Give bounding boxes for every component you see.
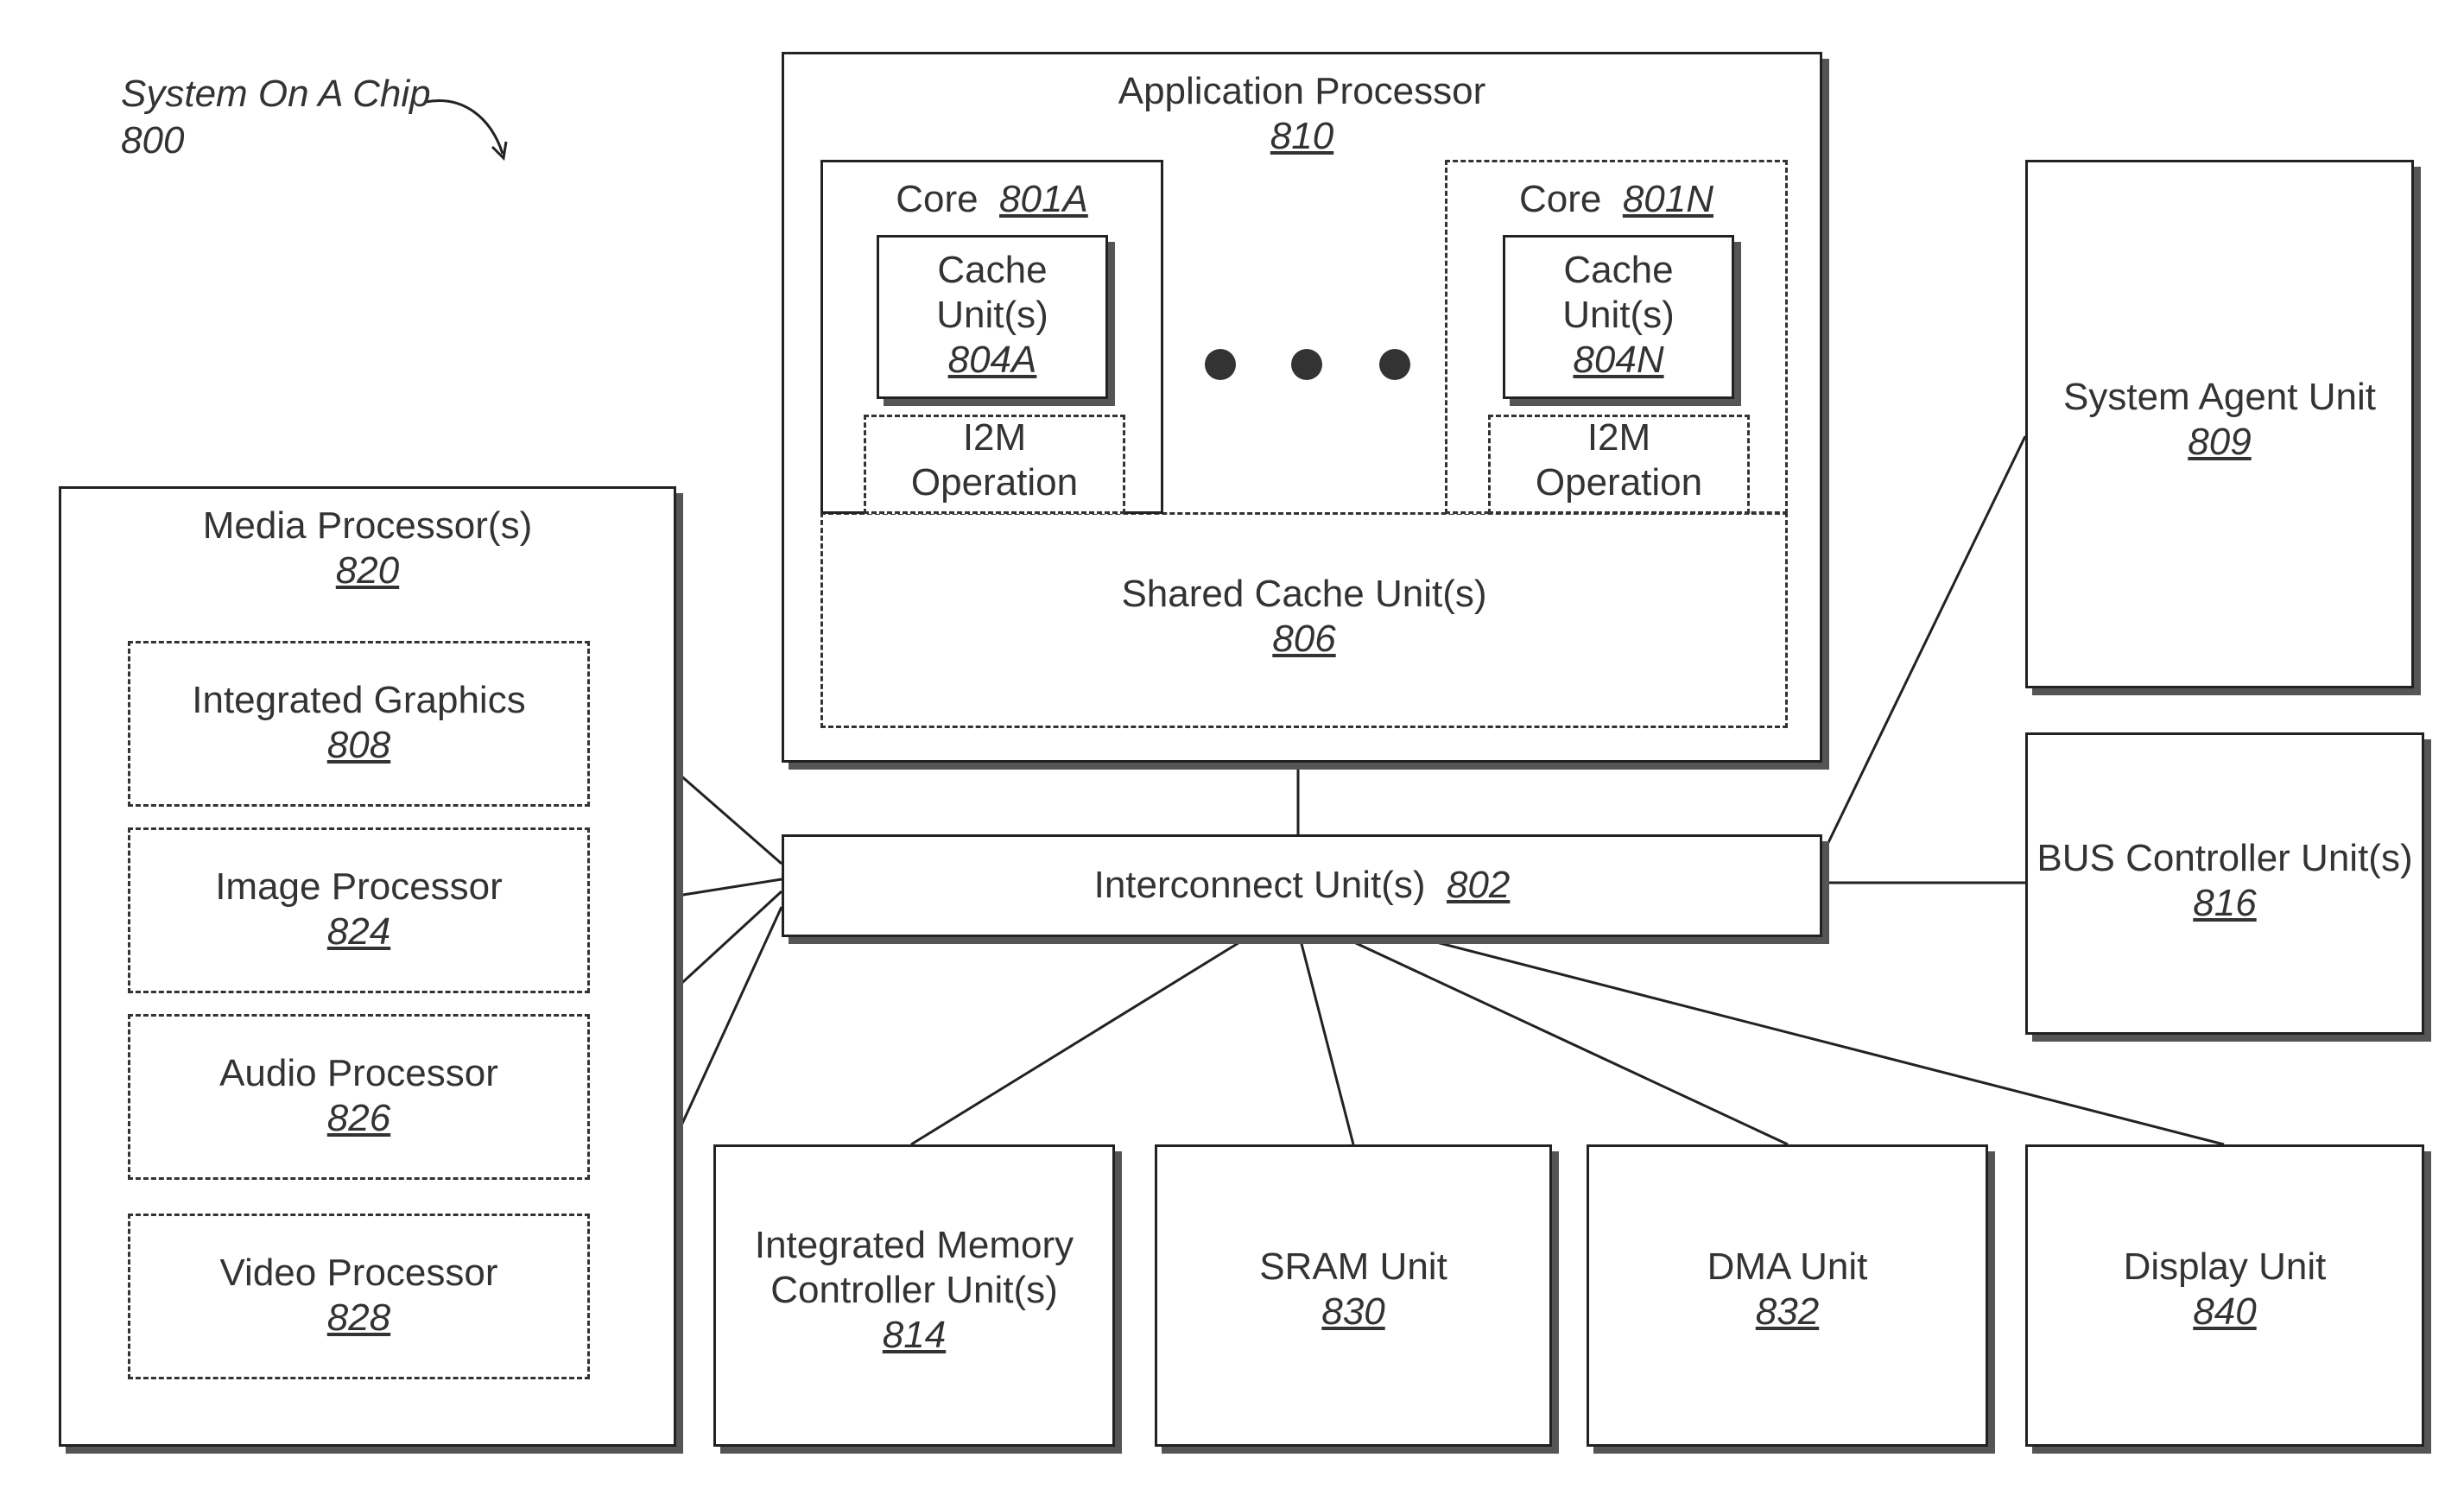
cache-unit-a-box: Cache Unit(s) 804A: [877, 235, 1108, 399]
system-agent-unit-box: System Agent Unit 809: [2025, 160, 2414, 688]
display-unit-box: Display Unit 840: [2025, 1144, 2424, 1447]
dma-unit-ref: 832: [1589, 1290, 1986, 1334]
integrated-memory-controller-label-2: Controller Unit(s): [716, 1268, 1112, 1313]
soc-arrow: [426, 101, 503, 154]
video-processor-box: Video Processor 828: [128, 1214, 590, 1379]
integrated-graphics-ref: 808: [130, 723, 587, 768]
bus-controller-unit-ref: 816: [2028, 881, 2422, 926]
dma-unit-label: DMA Unit: [1589, 1245, 1986, 1290]
i2m-operation-a-box: I2M Operation: [864, 415, 1125, 514]
media-processor-label: Media Processor(s): [61, 504, 674, 548]
video-processor-ref: 828: [130, 1296, 587, 1340]
application-processor-label: Application Processor: [784, 69, 1820, 114]
integrated-memory-controller-box: Integrated Memory Controller Unit(s) 814: [713, 1144, 1115, 1447]
link-dma: [1343, 937, 1788, 1144]
interconnect-unit-label: Interconnect Unit(s): [1094, 864, 1426, 906]
video-processor-label: Video Processor: [130, 1251, 587, 1296]
soc-ref: 800: [121, 117, 431, 164]
image-processor-label: Image Processor: [130, 865, 587, 909]
integrated-memory-controller-ref: 814: [716, 1313, 1112, 1358]
cache-unit-n-box: Cache Unit(s) 804N: [1503, 235, 1734, 399]
application-processor-ref: 810: [784, 114, 1820, 159]
soc-label: System On A Chip 800: [121, 71, 431, 164]
audio-processor-box: Audio Processor 826: [128, 1014, 590, 1180]
shared-cache-ref: 806: [823, 617, 1785, 662]
audio-processor-label: Audio Processor: [130, 1051, 587, 1096]
core-n-ref: 801N: [1623, 178, 1713, 220]
sram-unit-label: SRAM Unit: [1157, 1245, 1549, 1290]
link-memory-controller: [911, 937, 1248, 1144]
i2m-operation-n-box: I2M Operation: [1488, 415, 1750, 514]
bus-controller-unit-label: BUS Controller Unit(s): [2028, 836, 2422, 881]
link-system-agent: [1822, 436, 2025, 855]
core-a-ref: 801A: [999, 178, 1088, 220]
cache-unit-a-label-2: Unit(s): [879, 293, 1105, 338]
link-sram: [1300, 937, 1353, 1144]
integrated-graphics-box: Integrated Graphics 808: [128, 641, 590, 807]
i2m-operation-n-label-1: I2M: [1491, 415, 1747, 460]
dma-unit-box: DMA Unit 832: [1587, 1144, 1988, 1447]
audio-processor-ref: 826: [130, 1096, 587, 1141]
interconnect-unit-box: Interconnect Unit(s) 802: [782, 834, 1822, 937]
cache-unit-n-label-2: Unit(s): [1505, 293, 1732, 338]
media-processor-ref: 820: [61, 548, 674, 593]
shared-cache-box: Shared Cache Unit(s) 806: [820, 512, 1788, 728]
cache-unit-a-ref: 804A: [879, 338, 1105, 383]
cache-unit-a-label-1: Cache: [879, 248, 1105, 293]
integrated-memory-controller-label-1: Integrated Memory: [716, 1223, 1112, 1268]
i2m-operation-a-label-1: I2M: [866, 415, 1123, 460]
sram-unit-ref: 830: [1157, 1290, 1549, 1334]
cache-unit-n-label-1: Cache: [1505, 248, 1732, 293]
integrated-graphics-label: Integrated Graphics: [130, 678, 587, 723]
system-agent-unit-ref: 809: [2028, 420, 2411, 465]
sram-unit-box: SRAM Unit 830: [1155, 1144, 1552, 1447]
bus-controller-unit-box: BUS Controller Unit(s) 816: [2025, 732, 2424, 1035]
cache-unit-n-ref: 804N: [1505, 338, 1732, 383]
system-agent-unit-label: System Agent Unit: [2028, 375, 2411, 420]
shared-cache-label: Shared Cache Unit(s): [823, 572, 1785, 617]
i2m-operation-n-label-2: Operation: [1491, 460, 1747, 505]
core-n-label: Core: [1519, 178, 1601, 220]
image-processor-box: Image Processor 824: [128, 827, 590, 993]
display-unit-label: Display Unit: [2028, 1245, 2422, 1290]
display-unit-ref: 840: [2028, 1290, 2422, 1334]
soc-title: System On A Chip: [121, 71, 431, 117]
core-a-label: Core: [896, 178, 978, 220]
interconnect-unit-ref: 802: [1447, 864, 1510, 906]
image-processor-ref: 824: [130, 909, 587, 954]
i2m-operation-a-label-2: Operation: [866, 460, 1123, 505]
